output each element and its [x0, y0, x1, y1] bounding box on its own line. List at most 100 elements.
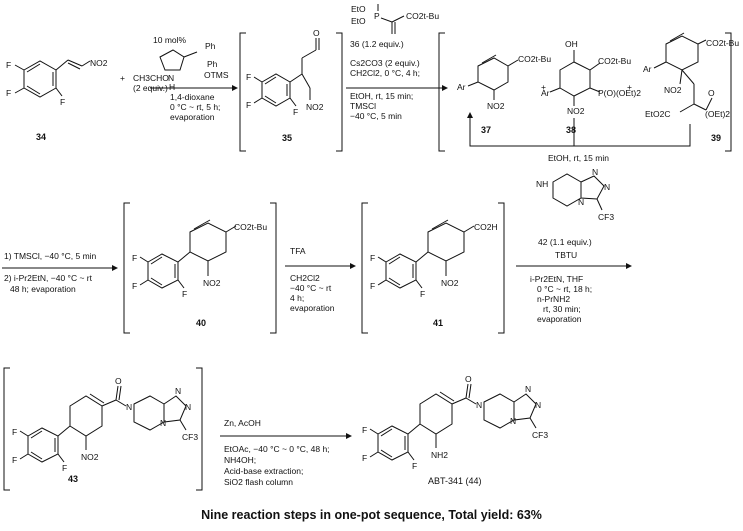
structure-41: CO2H F F F NO2 41: [370, 219, 498, 328]
atom-N: N: [604, 182, 610, 192]
step7-condition: EtOAc, −40 °C ~ 0 °C, 48 h;: [224, 444, 330, 454]
atom-Ar: Ar: [541, 88, 550, 98]
atom-N: N: [525, 384, 531, 394]
step7-condition: SiO2 flash column: [224, 477, 293, 487]
atom-CO2tBu: CO2t-Bu: [706, 38, 739, 48]
compound-label-41: 41: [433, 318, 443, 328]
step7-condition: Acid-base extraction;: [224, 466, 303, 476]
structure-38: OH CO2t-Bu P(O)(OEt)2 Ar NO2 38: [541, 39, 641, 135]
atom-F: F: [6, 88, 11, 98]
structure-39: CO2t-Bu Ar NO2 O (OEt)2 EtO2C 39: [643, 32, 739, 143]
atom-F: F: [420, 289, 425, 299]
reagent-42: 42 (1.1 equiv.): [538, 237, 592, 247]
atom-Ar: Ar: [643, 64, 652, 74]
structure-42: NH N N N CF3: [536, 167, 614, 222]
atom-F: F: [370, 281, 375, 291]
atom-OTMS: OTMS: [204, 70, 229, 80]
step5-condition: 4 h;: [290, 293, 304, 303]
compound-label-37: 37: [481, 125, 491, 135]
atom-CO2tBu: CO2t-Bu: [234, 222, 267, 232]
structure-36: EtO EtO P CO2t-Bu: [351, 4, 439, 34]
compound-label-34: 34: [36, 132, 46, 142]
step2-condition: −40 °C, 5 min: [350, 111, 402, 121]
atom-N: N: [578, 197, 584, 207]
atom-F: F: [246, 72, 251, 82]
compound-label-44: ABT-341 (44): [428, 476, 482, 486]
step4-condition: 48 h; evaporation: [10, 284, 76, 294]
atom-EtO2C: EtO2C: [645, 109, 671, 119]
atom-CF3: CF3: [598, 212, 614, 222]
compound-label-35: 35: [282, 133, 292, 143]
atom-O: O: [708, 88, 715, 98]
step2-condition: TMSCl: [350, 101, 376, 111]
structure-40: CO2t-Bu F F F NO2 40: [132, 219, 267, 328]
atom-F: F: [6, 60, 11, 70]
atom-H: H: [169, 82, 175, 92]
step5-condition: TFA: [290, 246, 306, 256]
step4-condition: 2) i-Pr2EtN, −40 °C ~ rt: [4, 273, 93, 283]
atom-NH2: NH2: [431, 450, 448, 460]
structure-43: O N N N N CF3 F F F NO2 43: [12, 376, 198, 484]
step1-condition: 1,4-dioxane: [170, 92, 215, 102]
atom-PO-OEt2: P(O)(OEt)2: [598, 88, 641, 98]
step5-condition: evaporation: [290, 303, 335, 313]
atom-Ar: Ar: [457, 82, 466, 92]
atom-NO2: NO2: [441, 278, 459, 288]
structure-44: O N N N N CF3 F F F NH2 ABT-341 (44): [362, 374, 548, 486]
structure-34: F F F NO2 34: [6, 58, 108, 142]
atom-NO2: NO2: [81, 452, 99, 462]
atom-O: O: [313, 28, 320, 38]
atom-F: F: [246, 100, 251, 110]
structure-37: CO2t-Bu Ar NO2 37: [457, 54, 551, 135]
atom-N: N: [185, 402, 191, 412]
step2-condition: EtOH, rt, 15 min;: [350, 91, 413, 101]
step6-condition: TBTU: [555, 250, 577, 260]
atom-F: F: [132, 281, 137, 291]
atom-N: N: [535, 400, 541, 410]
atom-F: F: [362, 425, 367, 435]
structure-35: O F F F NO2 35: [246, 28, 324, 143]
atom-NO2: NO2: [306, 102, 324, 112]
compound-label-39: 39: [711, 133, 721, 143]
atom-F: F: [132, 253, 137, 263]
atom-F: F: [60, 97, 65, 107]
atom-N: N: [126, 402, 132, 412]
reagent-36: 36 (1.2 equiv.): [350, 39, 404, 49]
reaction-arrow-3: [469, 118, 691, 147]
atom-N: N: [476, 400, 482, 410]
atom-F: F: [293, 107, 298, 117]
atom-CO2tBu: CO2t-Bu: [406, 11, 439, 21]
step5-condition: CH2Cl2: [290, 273, 320, 283]
atom-Ph: Ph: [205, 41, 216, 51]
atom-OH: OH: [565, 39, 578, 49]
atom-EtO: EtO: [351, 4, 366, 14]
atom-N: N: [510, 416, 516, 426]
atom-F: F: [362, 453, 367, 463]
step1-condition: evaporation: [170, 112, 215, 122]
atom-NO2: NO2: [487, 101, 505, 111]
atom-O: O: [115, 376, 122, 386]
atom-NH: NH: [536, 179, 548, 189]
compound-label-38: 38: [566, 125, 576, 135]
atom-F: F: [412, 461, 417, 471]
atom-N: N: [592, 167, 598, 177]
compound-label-43: 43: [68, 474, 78, 484]
reagent-acetaldehyde: CH3CHO: [133, 73, 169, 83]
step2-condition: Cs2CO3 (2 equiv.): [350, 58, 420, 68]
step3-condition: EtOH, rt, 15 min: [548, 153, 609, 163]
step6-condition: i-Pr2EtN, THF: [530, 274, 583, 284]
step7-condition: NH4OH;: [224, 455, 256, 465]
atom-EtO: EtO: [351, 16, 366, 26]
step4-condition: 1) TMSCl, −40 °C, 5 min: [4, 251, 97, 261]
plus-sign: +: [120, 73, 125, 83]
atom-F: F: [12, 455, 17, 465]
atom-NO2: NO2: [90, 58, 108, 68]
atom-N: N: [175, 386, 181, 396]
step2-condition: CH2Cl2, 0 °C, 4 h;: [350, 68, 420, 78]
step6-condition: 0 °C ~ rt, 18 h;: [537, 284, 592, 294]
atom-O: O: [465, 374, 472, 384]
atom-CO2H: CO2H: [474, 222, 498, 232]
atom-NO2: NO2: [664, 85, 682, 95]
atom-NO2: NO2: [567, 106, 585, 116]
